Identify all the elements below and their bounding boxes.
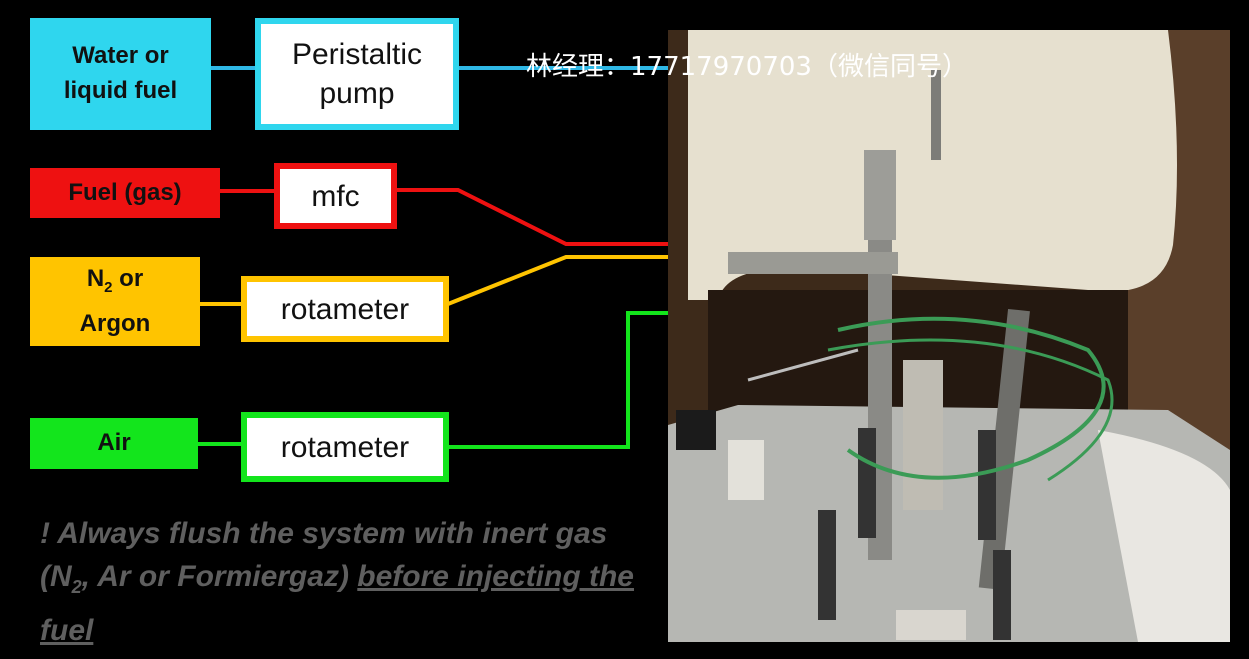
- safety-note: ! Always flush the system with inert gas…: [40, 517, 634, 647]
- air-rotameter-label: rotameter: [280, 430, 410, 464]
- fuel-line-b: [395, 188, 700, 246]
- note-emphasis: before injecting the fuel: [40, 560, 634, 647]
- inert-rotameter-box: rotameter: [241, 276, 449, 342]
- air-rotameter-box: rotameter: [241, 412, 449, 482]
- pump-label-line2: pump: [319, 77, 395, 110]
- air-source-box: Air: [30, 418, 198, 469]
- fuel-gas-source-box: Fuel (gas): [30, 168, 220, 218]
- mfc-label: mfc: [311, 179, 360, 213]
- argon-label: Argon: [79, 309, 151, 337]
- fuel-gas-source-label: Fuel (gas): [68, 178, 182, 206]
- mfc-box: mfc: [274, 163, 397, 229]
- water-source-label: Water or liquid fuel: [63, 42, 178, 104]
- inert-line-b: [447, 255, 700, 306]
- water-source-box: Water or liquid fuel: [30, 18, 211, 130]
- air-source-label: Air: [97, 429, 131, 457]
- apparatus-photo: [668, 30, 1230, 642]
- n2-label: N2 or: [86, 265, 144, 296]
- apparatus-illustration: [668, 30, 1230, 642]
- watermark-contact: 林经理：17717970703（微信同号）: [526, 52, 968, 82]
- peristaltic-pump-box: Peristaltic pump: [255, 18, 459, 130]
- pump-label-line1: Peristaltic: [291, 38, 423, 71]
- inert-rotameter-label: rotameter: [280, 292, 410, 326]
- inert-gas-source-box: N2 or Argon: [30, 257, 200, 346]
